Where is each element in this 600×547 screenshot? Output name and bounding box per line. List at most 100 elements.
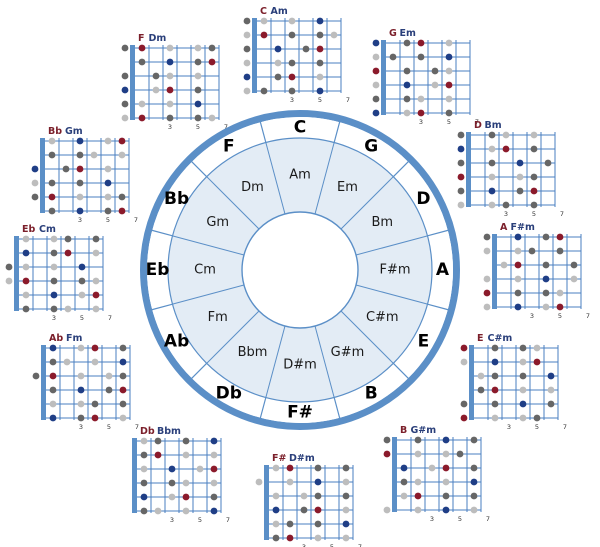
scale-note-dot: [516, 173, 524, 181]
scale-note-dot: [196, 465, 204, 473]
relative-minor-root-dot: [342, 520, 350, 528]
minor-divider: [265, 325, 286, 398]
scale-note-dot: [22, 305, 30, 313]
scale-note-dot: [530, 201, 538, 209]
minor-key-am: Am: [289, 168, 311, 183]
fretboard-nut: [132, 438, 137, 513]
minor-divider: [172, 284, 245, 305]
scale-note-dot: [519, 358, 527, 366]
scale-note-dot: [152, 86, 160, 94]
fret-number: 5: [532, 210, 536, 218]
scale-note-dot: [431, 81, 439, 89]
scale-note-dot: [316, 73, 324, 81]
scale-note-dot: [342, 464, 350, 472]
major-divider: [190, 362, 208, 380]
fret-number: 5: [198, 516, 202, 524]
scale-note-dot: [194, 86, 202, 94]
scale-note-dot: [31, 193, 39, 201]
major-key-eb: Eb: [146, 260, 170, 280]
scale-note-dot: [530, 173, 538, 181]
scale-note-dot: [5, 277, 13, 285]
fretboard-nut: [392, 437, 397, 512]
fretboard-major-label: F#: [272, 453, 286, 464]
scale-note-dot: [272, 464, 280, 472]
fretboard-nut: [130, 45, 135, 120]
relative-minor-root-dot: [210, 437, 218, 445]
fret-number: 3: [419, 118, 423, 126]
scale-note-dot: [342, 534, 350, 542]
scale-note-dot: [542, 233, 550, 241]
scale-note-dot: [502, 131, 510, 139]
scale-note-dot: [488, 145, 496, 153]
root-note-dot: [502, 145, 510, 153]
fretboard-minor-label: C#m: [488, 333, 513, 344]
root-note-dot: [166, 86, 174, 94]
scale-note-dot: [243, 87, 251, 95]
scale-note-dot: [138, 58, 146, 66]
scale-note-dot: [288, 59, 296, 67]
minor-divider: [265, 142, 286, 215]
fretboard-nut: [264, 465, 269, 540]
scale-note-dot: [140, 479, 148, 487]
scale-note-dot: [78, 277, 86, 285]
scale-note-dot: [118, 193, 126, 201]
scale-note-dot: [121, 72, 129, 80]
fret-number: 5: [107, 423, 111, 431]
relative-minor-root-dot: [49, 414, 57, 422]
relative-minor-root-dot: [372, 39, 380, 47]
scale-note-dot: [49, 400, 57, 408]
scale-note-dot: [491, 414, 499, 422]
major-key-e: E: [418, 331, 430, 351]
scale-note-dot: [154, 437, 162, 445]
scale-note-dot: [121, 114, 129, 122]
scale-note-dot: [383, 436, 391, 444]
relative-minor-root-dot: [243, 73, 251, 81]
scale-note-dot: [48, 179, 56, 187]
scale-note-dot: [22, 291, 30, 299]
relative-minor-root-dot: [403, 81, 411, 89]
scale-note-dot: [182, 507, 190, 515]
scale-note-dot: [194, 114, 202, 122]
relative-minor-root-dot: [121, 86, 129, 94]
relative-minor-root-dot: [457, 145, 465, 153]
scale-note-dot: [470, 436, 478, 444]
scale-note-dot: [302, 45, 310, 53]
ring-divider-major-minor: [167, 137, 433, 403]
root-note-dot: [210, 465, 218, 473]
relative-minor-root-dot: [274, 45, 282, 53]
scale-note-dot: [140, 507, 148, 515]
relative-minor-root-dot: [491, 358, 499, 366]
major-key-c: C: [294, 118, 306, 138]
root-note-dot: [22, 277, 30, 285]
minor-key-bbm: Bbm: [238, 345, 268, 360]
scale-note-dot: [519, 344, 527, 352]
scale-note-dot: [342, 506, 350, 514]
root-note-dot: [417, 39, 425, 47]
scale-note-dot: [77, 414, 85, 422]
root-note-dot: [442, 464, 450, 472]
scale-note-dot: [500, 261, 508, 269]
scale-note-dot: [542, 289, 550, 297]
scale-note-dot: [477, 386, 485, 394]
fretboard-minor-label: Em: [400, 28, 416, 39]
scale-note-dot: [533, 414, 541, 422]
scale-note-dot: [519, 386, 527, 394]
scale-note-dot: [491, 344, 499, 352]
scale-note-dot: [154, 507, 162, 515]
scale-note-dot: [403, 39, 411, 47]
relative-minor-root-dot: [514, 233, 522, 241]
scale-note-dot: [488, 131, 496, 139]
root-note-dot: [182, 493, 190, 501]
scale-note-dot: [457, 131, 465, 139]
fret-number: 5: [558, 312, 562, 320]
scale-note-dot: [442, 492, 450, 500]
scale-note-dot: [243, 45, 251, 53]
root-note-dot: [260, 31, 268, 39]
scale-note-dot: [470, 492, 478, 500]
relative-minor-root-dot: [104, 179, 112, 187]
scale-note-dot: [119, 414, 127, 422]
